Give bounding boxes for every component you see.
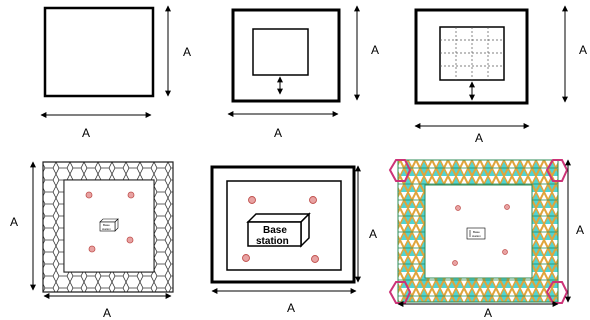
sensor-node	[309, 196, 317, 204]
mini-base-station-label-1: Base	[103, 223, 110, 227]
sensor-node	[502, 249, 508, 255]
dimension-label-horizontal: A	[287, 301, 295, 315]
outer-square	[231, 8, 341, 103]
outer-square	[210, 165, 356, 284]
panel-3: A A	[414, 5, 587, 145]
corner-hexagon	[388, 159, 412, 182]
base-station: Base station	[246, 212, 311, 248]
sensor-node	[455, 205, 461, 211]
panel-2: A A	[227, 5, 379, 140]
sensor-node	[311, 255, 319, 263]
mini-base-station: Base station	[99, 218, 119, 232]
base-station-label-line2: station	[256, 236, 289, 247]
mini-base-station-label-2: station	[102, 227, 111, 231]
mini-base-station-label-1: Base	[473, 230, 480, 234]
dimension-label-vertical: A	[576, 223, 584, 237]
inner-square	[252, 28, 309, 76]
panel-6: Base station A A	[388, 159, 584, 320]
sensor-node	[126, 236, 134, 244]
mini-base-station: Base station	[466, 227, 486, 240]
panel-1: A A	[40, 5, 191, 140]
square-region	[43, 6, 155, 98]
dimension-label-vertical: A	[183, 45, 191, 59]
panel-4: Base station A A	[10, 161, 174, 320]
dimension-label-horizontal: A	[82, 126, 90, 140]
base-station-label-line1: Base	[263, 225, 287, 236]
corner-hexagon	[545, 281, 569, 304]
sensor-node	[85, 191, 93, 199]
sensor-node	[127, 191, 135, 199]
grid-lines	[440, 27, 504, 80]
dimension-label-horizontal: A	[475, 131, 483, 145]
sensor-node	[248, 196, 256, 204]
dimension-label-vertical: A	[371, 43, 379, 57]
sensor-nodes	[452, 204, 510, 266]
sensor-nodes	[85, 191, 135, 253]
dimension-label-horizontal: A	[103, 306, 111, 320]
sensor-node	[504, 204, 510, 210]
inner-square	[226, 180, 342, 271]
corner-hexagons	[388, 159, 569, 304]
dimension-label-vertical: A	[10, 215, 18, 229]
corner-hexagon	[545, 159, 569, 182]
dimension-label-vertical: A	[369, 227, 377, 241]
sensor-node	[88, 245, 96, 253]
mini-base-station-label-2: station	[472, 234, 481, 238]
sensor-node	[242, 254, 250, 262]
sensor-node	[452, 260, 458, 266]
dimension-label-vertical: A	[579, 43, 587, 57]
dimension-label-horizontal: A	[484, 306, 492, 320]
dimension-label-horizontal: A	[274, 126, 282, 140]
panel-5: Base station A A	[210, 165, 377, 315]
sensor-nodes	[242, 196, 319, 263]
outer-square	[414, 8, 529, 105]
